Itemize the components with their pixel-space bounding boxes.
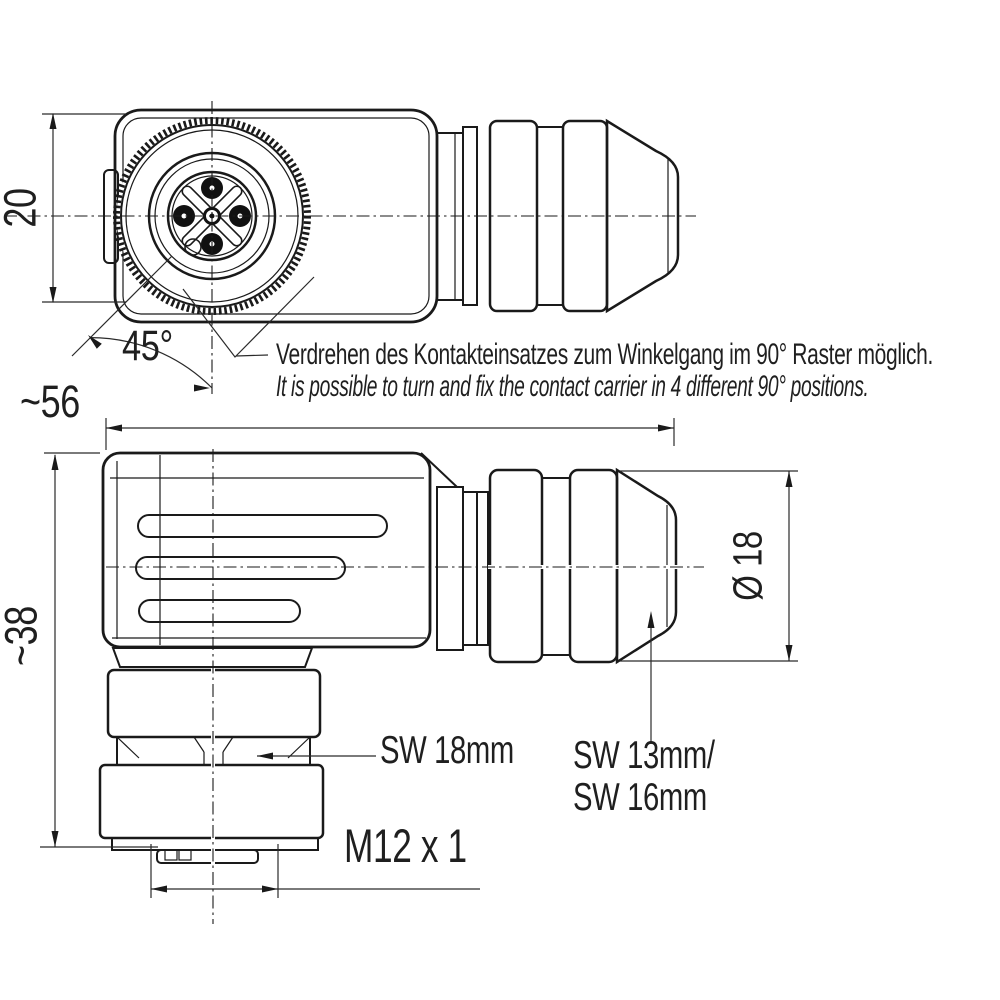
dimension-dia-18 bbox=[620, 470, 798, 662]
grip-slot bbox=[137, 514, 388, 538]
label-wrench-gland-1: SW 13mm/ bbox=[573, 734, 715, 777]
dimension-20 bbox=[42, 113, 126, 303]
leader-sw13-16 bbox=[647, 611, 655, 742]
note-english: It is possible to turn and fix the conta… bbox=[276, 370, 869, 403]
note-german: Verdrehen des Kontakteinsatzes zum Winke… bbox=[276, 338, 933, 371]
neck-ring-side-3 bbox=[476, 491, 489, 646]
leader-contact-insert bbox=[182, 276, 315, 358]
label-wrench-gland-2: SW 16mm bbox=[573, 776, 707, 819]
dim-label-height-front: 20 bbox=[0, 188, 46, 228]
contacts bbox=[173, 177, 251, 255]
thread-stub bbox=[156, 849, 259, 864]
label-thread-spec: M12 x 1 bbox=[344, 819, 467, 872]
dim-label-height-side: ~38 bbox=[0, 606, 47, 666]
centerlines bbox=[4, 101, 704, 924]
dimension-angle-45 bbox=[71, 255, 213, 392]
grip-slot bbox=[135, 556, 346, 580]
grip-slot bbox=[138, 599, 301, 623]
flange bbox=[111, 647, 314, 668]
housing-side-outline bbox=[101, 451, 432, 649]
neck-ring-side bbox=[436, 486, 464, 651]
dimension-m12 bbox=[150, 844, 480, 898]
label-wrench-hex: SW 18mm bbox=[380, 729, 514, 772]
dimension-56 bbox=[105, 418, 675, 450]
leader-sw18 bbox=[257, 752, 376, 760]
dim-label-diameter: Ø 18 bbox=[724, 531, 771, 601]
coding-notch bbox=[184, 238, 202, 256]
cable-gland-cone-side bbox=[615, 467, 678, 665]
dim-label-angle: 45° bbox=[122, 322, 173, 370]
cable-gland-cone bbox=[605, 118, 680, 314]
dimension-38 bbox=[40, 452, 158, 848]
neck-ring-side-2 bbox=[462, 491, 478, 646]
dim-label-length-overall: ~56 bbox=[20, 376, 80, 427]
